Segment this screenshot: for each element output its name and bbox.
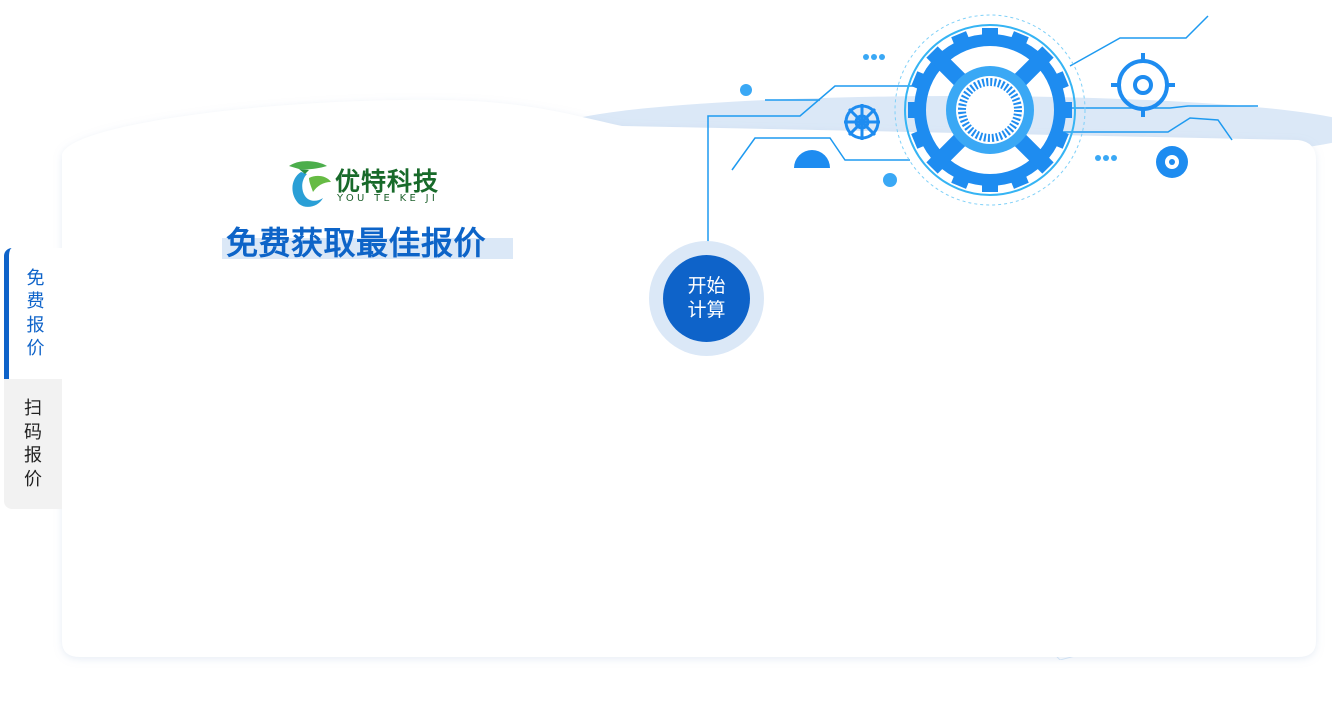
leaf-t-logo-icon: [289, 161, 331, 207]
brand-name-cn: 优特科技: [335, 167, 440, 196]
side-tabs: 免费报价 扫码报价: [4, 248, 62, 509]
tab-scan-quote[interactable]: 扫码报价: [4, 379, 62, 509]
start-button-halo: 开始计算: [649, 241, 764, 356]
tab-scan-quote-label: 扫码报价: [24, 398, 42, 490]
brand-name-en: YOU TE KE JI: [337, 193, 439, 204]
brand-logo: 优特科技 YOU TE KE JI: [287, 160, 457, 208]
start-calculate-button[interactable]: 开始计算: [663, 255, 750, 342]
tab-free-quote[interactable]: 免费报价: [4, 248, 62, 379]
page-title: 免费获取最佳报价: [226, 224, 487, 262]
headline-block: 免费获取最佳报价: [222, 218, 514, 262]
headline-highlight: [222, 238, 513, 259]
tab-free-quote-label: 免费报价: [26, 267, 45, 360]
start-calculate-label: 开始计算: [687, 275, 726, 321]
gear-circuit-icon: [707, 14, 1258, 246]
